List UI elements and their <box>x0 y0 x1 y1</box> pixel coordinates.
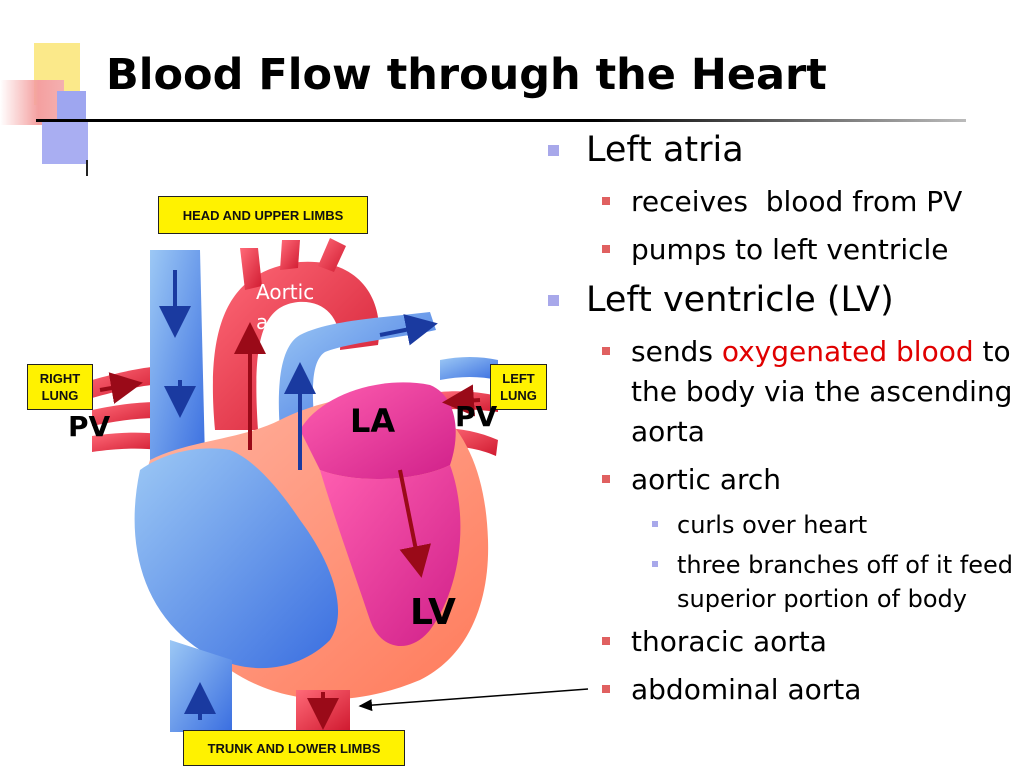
flow-arrows <box>99 270 481 730</box>
pv-left-label: PV <box>68 410 111 443</box>
slide-title: Blood Flow through the Heart <box>106 50 827 100</box>
bullet-item: receives blood from PV <box>548 182 1024 222</box>
bullet-marker-icon <box>602 347 610 355</box>
aortic-arch-shape <box>212 261 380 430</box>
pulmonary-trunk <box>278 312 436 430</box>
head-upper-limbs-label: HEAD AND UPPER LIMBS <box>158 196 368 234</box>
bullet-item: thoracic aorta <box>548 622 1024 662</box>
highlighted-text: oxygenated blood <box>721 335 974 368</box>
bullet-marker-icon <box>548 295 559 306</box>
trunk-lower-limbs-label: TRUNK AND LOWER LIMBS <box>183 730 405 766</box>
aortic-arch-label: Aortic arch <box>256 280 315 334</box>
bullet-item: Left ventricle (LV) <box>548 278 1024 322</box>
bullet-marker-icon <box>602 685 610 693</box>
left-atrium <box>300 382 456 480</box>
pv-right-label: PV <box>455 400 498 433</box>
bullet-item: sends oxygenated blood to the body via t… <box>548 332 1024 452</box>
bullet-item: curls over heart <box>548 508 1024 542</box>
right-lung-label: RIGHT LUNG <box>27 364 93 410</box>
bullet-item: abdominal aorta <box>548 670 1024 710</box>
bullet-marker-icon <box>652 561 658 567</box>
la-label: LA <box>350 402 396 440</box>
bullet-marker-icon <box>602 475 610 483</box>
thoracic-aorta-pointer <box>358 688 589 712</box>
left-lung-label: LEFT LUNG <box>490 364 547 410</box>
bullet-marker-icon <box>548 145 559 156</box>
aortic-branches <box>240 238 346 290</box>
decor-square-blue <box>57 91 86 119</box>
bullet-item: Left atria <box>548 128 1024 172</box>
bullet-item: three branches off of it feed superior p… <box>548 548 1024 616</box>
bullet-marker-icon <box>602 197 610 205</box>
bullet-item: aortic arch <box>548 460 1024 500</box>
bullet-marker-icon <box>602 245 610 253</box>
left-ventricle <box>320 465 461 647</box>
bullet-marker-icon <box>652 521 658 527</box>
bullet-item: pumps to left ventricle <box>548 230 1024 270</box>
right-ventricle <box>134 448 339 669</box>
decor-tick <box>86 160 88 176</box>
bullet-list: Left atria receives blood from PV pumps … <box>548 128 1024 718</box>
title-underline <box>36 119 966 122</box>
superior-vena-cava <box>150 250 205 470</box>
decor-square-pink <box>0 80 64 125</box>
decor-square-blue-2 <box>42 120 88 164</box>
bullet-marker-icon <box>602 637 610 645</box>
lv-label: LV <box>410 592 456 633</box>
